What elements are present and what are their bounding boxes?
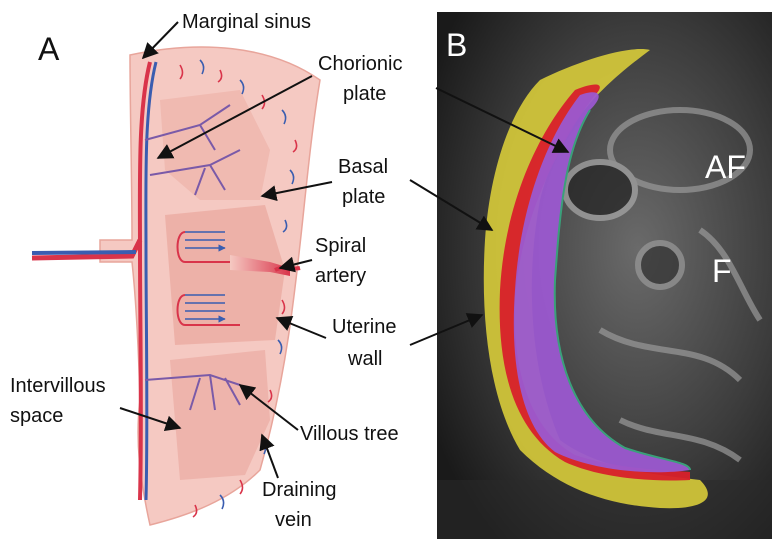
label-draining-2: vein	[275, 509, 312, 531]
label-f: F	[712, 253, 732, 289]
label-spiral-1: Spiral	[315, 235, 366, 257]
panel-b-letter: B	[446, 27, 467, 63]
label-chorionic-1: Chorionic	[318, 53, 402, 75]
label-intervillous-2: space	[10, 405, 63, 427]
label-uterine-1: Uterine	[332, 316, 396, 338]
umbilical-vein	[32, 252, 136, 253]
label-chorionic-2: plate	[343, 83, 386, 105]
panel-b: B AF F	[410, 12, 772, 539]
panel-a-letter: A	[38, 31, 60, 67]
spiral-artery-vessel	[275, 268, 300, 270]
label-spiral-2: artery	[315, 265, 366, 287]
label-intervillous-1: Intervillous	[10, 375, 106, 397]
label-draining-1: Draining	[262, 479, 336, 501]
label-basal-1: Basal	[338, 156, 388, 178]
panel-a: A Marginal sinus Chorionic plate Basal p…	[10, 11, 402, 531]
label-uterine-2: wall	[347, 348, 382, 370]
label-marginal-sinus: Marginal sinus	[182, 11, 311, 33]
label-af: AF	[705, 149, 746, 185]
label-villous-tree: Villous tree	[300, 423, 399, 445]
label-basal-2: plate	[342, 186, 385, 208]
